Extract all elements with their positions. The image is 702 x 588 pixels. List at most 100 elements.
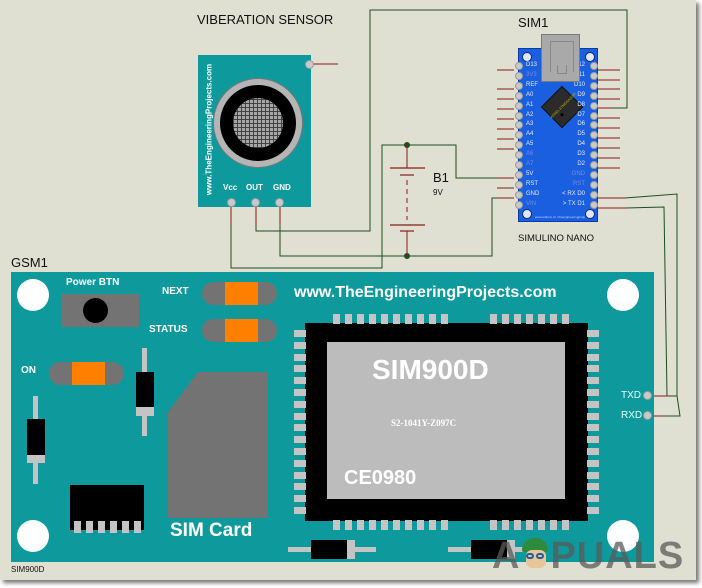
arduino-name: SIMULINO NANO [518, 233, 595, 244]
nano-pin-right[interactable] [590, 161, 598, 169]
nano-pin-label: D7 [577, 111, 585, 118]
power-button[interactable] [61, 294, 139, 327]
wire-rx-to-txd [624, 193, 678, 397]
chip-pin [369, 520, 376, 530]
nano-pin-right[interactable] [590, 151, 598, 160]
chip-pin [587, 507, 599, 514]
nano-pin-left[interactable] [515, 91, 523, 100]
gsm-pin-txd[interactable] [643, 391, 652, 400]
nano-pin-left[interactable] [515, 101, 523, 110]
nano-pin-left[interactable] [515, 180, 523, 189]
chip-pin [369, 314, 376, 324]
chip-pin [587, 495, 599, 503]
nano-pin-left[interactable] [515, 141, 523, 150]
nano-pin-right[interactable] [590, 121, 598, 130]
nano-pin-label: D3 [577, 151, 585, 158]
chip-pin [587, 341, 599, 349]
mount-hole [585, 52, 595, 62]
chip-pin [587, 436, 599, 444]
mount-hole [607, 279, 639, 311]
chip-pin [294, 353, 306, 361]
sim-card-label: SIM Card [170, 520, 253, 541]
nano-pin-label: A5 [526, 141, 534, 148]
chip-pin [357, 520, 364, 530]
nano-pin-left[interactable] [515, 200, 523, 209]
chip-pin [587, 483, 599, 491]
nano-pin-right[interactable] [590, 170, 598, 179]
nano-pin-label: D9 [577, 91, 585, 98]
nano-pin-left[interactable] [515, 161, 523, 169]
chip-pin [294, 495, 306, 503]
chip-pin [393, 314, 400, 324]
arduino-ref: SIM1 [518, 15, 549, 30]
sim-card-shape [168, 372, 268, 518]
nano-pin-right[interactable] [590, 71, 598, 80]
chip-pin [294, 483, 306, 491]
gsm-pin-rxd[interactable] [643, 411, 652, 420]
nano-pin-right[interactable] [590, 101, 598, 110]
nano-pin-label: A7 [526, 161, 534, 167]
chip-pin [405, 520, 412, 530]
nano-pin-label: A3 [526, 121, 534, 128]
ic-pin [110, 521, 117, 533]
gsm-ref: GSM1 [11, 255, 48, 270]
nano-pin-left[interactable] [515, 170, 523, 179]
sensor-pin-gnd[interactable] [275, 198, 284, 207]
ic-pin [74, 521, 81, 533]
nano-pin-right[interactable] [590, 91, 598, 100]
nano-pin-right[interactable] [590, 190, 598, 199]
appuals-watermark: A PUALS [492, 535, 684, 578]
nano-pin-left[interactable] [515, 62, 523, 70]
mount-hole [607, 520, 639, 552]
nano-pin-left[interactable] [515, 190, 523, 199]
sensor-pin-out[interactable] [251, 198, 260, 207]
chip-pin [502, 520, 509, 530]
nano-pin-left[interactable] [515, 81, 523, 90]
gsm-board[interactable]: Power BTN NEXT STATUS ON [11, 272, 654, 562]
nano-pin-right[interactable] [590, 62, 598, 70]
chip-pin [429, 520, 436, 530]
nano-pin-label: > TX D1 [562, 200, 585, 207]
nano-pin-right[interactable] [590, 180, 598, 189]
nano-pin-label: D2 [577, 161, 585, 167]
diode [136, 348, 154, 436]
nano-pin-label: A6 [526, 151, 534, 158]
nano-pin-right[interactable] [590, 141, 598, 150]
next-led [202, 282, 277, 305]
sensor-pin-top[interactable] [305, 60, 314, 69]
nano-pin-right[interactable] [590, 200, 598, 209]
watermark-mascot-icon [520, 538, 550, 572]
nano-pin-left[interactable] [515, 151, 523, 160]
chip-pin [587, 448, 599, 455]
chip-pin [294, 436, 306, 444]
nano-pin-right[interactable] [590, 81, 598, 90]
nano-pin-left[interactable] [515, 71, 523, 80]
chip-pin [441, 520, 448, 530]
wire-battery-to-5v [407, 144, 514, 179]
chip-pin [393, 520, 400, 530]
chip-pin [550, 520, 557, 530]
gsm-model-label: SIM900D [11, 565, 45, 574]
chip-pin [294, 507, 306, 514]
wire-vcc-to-battery [230, 144, 407, 269]
nano-pin-left[interactable] [515, 131, 523, 140]
chip-pin [294, 341, 306, 349]
nano-pin-right[interactable] [590, 131, 598, 140]
footer-text: www.arduino.cc / theengineeringprojects.… [535, 215, 585, 219]
wire-tx-to-rxd [624, 206, 668, 397]
nano-pin-right[interactable] [590, 111, 598, 120]
nano-pin-left[interactable] [515, 111, 523, 120]
battery-value: 9V [433, 188, 443, 197]
chip-pin [538, 520, 545, 530]
chip-pin [294, 400, 306, 408]
sim900d-chip: SIM900D S2-1041Y-Z097C CE0980 [305, 323, 588, 521]
nano-pin-left[interactable] [515, 121, 523, 130]
vibration-sensor[interactable]: www.TheEngineeringProjects.com Vcc OUT G… [198, 55, 311, 207]
mount-hole [585, 209, 595, 219]
chip-pin [294, 459, 306, 467]
battery-ref: B1 [433, 170, 449, 185]
chip-pin [587, 389, 599, 396]
chip-pin [333, 520, 340, 530]
sensor-pin-vcc[interactable] [227, 198, 236, 207]
